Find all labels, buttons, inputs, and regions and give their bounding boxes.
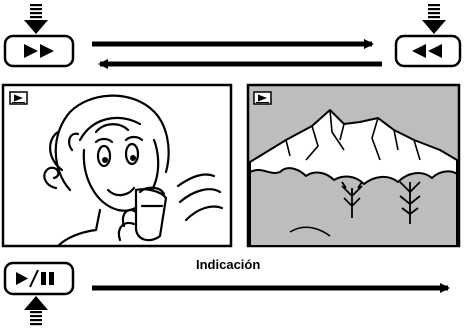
press-arrow-rewind	[422, 4, 446, 34]
mountain-landscape	[249, 109, 458, 247]
press-arrow-forward	[24, 4, 48, 34]
play-indicator-icon-right	[253, 91, 272, 105]
rewind-button[interactable]	[394, 34, 462, 68]
fast-forward-icon	[24, 44, 54, 58]
play-pause-button[interactable]	[3, 261, 75, 296]
play-indicator-icon	[9, 91, 28, 105]
screen-left	[1, 83, 233, 248]
fast-forward-button[interactable]	[3, 34, 75, 68]
screen-right	[246, 83, 461, 248]
play-pause-icon	[16, 269, 54, 288]
cartoon-woman	[43, 94, 224, 248]
rewind-icon	[412, 44, 442, 58]
press-arrow-play-pause	[24, 296, 48, 326]
indication-caption: Indicación	[196, 257, 261, 272]
